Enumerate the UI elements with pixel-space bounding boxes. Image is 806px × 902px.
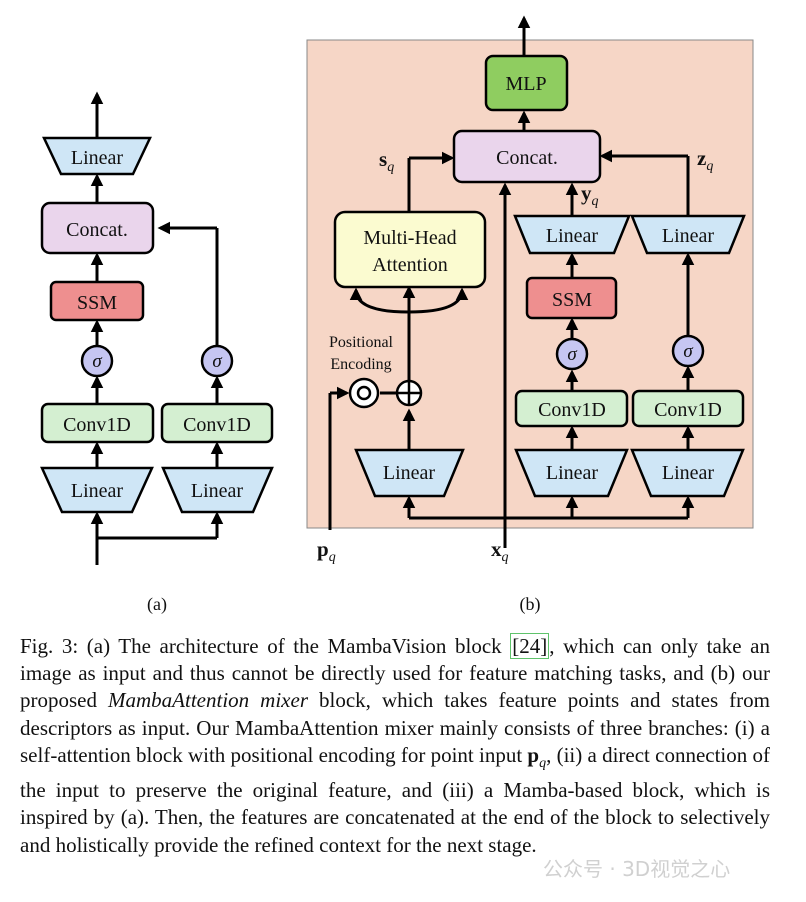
a-linear-right-label: Linear — [191, 480, 244, 502]
caption-part4: , (ii) a direct connection of the input … — [20, 742, 771, 857]
b-plus-node — [395, 379, 423, 407]
caption-math-p: p — [527, 742, 540, 767]
b-linear-bottom-mid-block — [514, 448, 629, 498]
b-pos-enc-label-line1: Positional — [329, 334, 394, 351]
b-mlp-block — [484, 54, 569, 112]
b-sigma-mid-label: σ — [567, 344, 577, 365]
a-ssm-label: SSM — [77, 292, 117, 314]
a-linear-top-block — [42, 136, 152, 176]
panel-a-label: (a) — [147, 594, 167, 615]
b-s-q-label: sq — [379, 147, 394, 175]
b-conv-right-label: Conv1D — [654, 399, 722, 421]
a-linear-right-block — [161, 466, 274, 514]
a-conv-left-label: Conv1D — [63, 414, 131, 436]
b-z-q-label: zq — [697, 146, 713, 174]
caption-mixer-name: MambaAttention mixer — [108, 688, 308, 713]
b-conv-mid-block — [514, 389, 629, 428]
caption-math-sub: q — [539, 756, 547, 771]
citation-link[interactable]: [24] — [510, 633, 550, 659]
b-sigma-mid-node — [555, 337, 589, 371]
b-conv-right-block — [631, 389, 745, 428]
a-ssm-block — [49, 280, 145, 322]
b-sigma-right-node — [671, 334, 705, 368]
b-y-q-label: yq — [581, 181, 599, 209]
b-linear-bottom-right-label: Linear — [662, 462, 715, 484]
b-linear-bottom-mid-label: Linear — [546, 462, 599, 484]
b-conv-mid-label: Conv1D — [538, 399, 606, 421]
caption-part1: Fig. 3: (a) The architecture of the Mamb… — [20, 634, 511, 658]
figure-caption: Fig. 3: (a) The architecture of the Mamb… — [20, 633, 770, 859]
panel-b-connections — [328, 15, 695, 548]
b-sigma-right-label: σ — [683, 341, 693, 362]
a-conv-right-label: Conv1D — [183, 414, 251, 436]
b-linear-bottom-left-block — [354, 448, 465, 498]
a-concat-block — [40, 201, 155, 255]
caption-part2: , which can only take an image as input … — [20, 634, 771, 713]
panel-a — [90, 91, 224, 565]
a-conv-right-block — [160, 402, 274, 444]
b-concat-label: Concat. — [496, 147, 558, 169]
a-linear-left-label: Linear — [71, 480, 124, 502]
b-attention-label-line1: Multi-Head — [363, 227, 456, 249]
b-mlp-label: MLP — [505, 73, 546, 95]
b-pos-enc-label-line2: Encoding — [330, 356, 391, 373]
watermark: 公众号 · 3D视觉之心 — [543, 857, 731, 881]
b-p-q-label: pq — [317, 537, 336, 565]
a-sigma-left-node — [80, 344, 114, 378]
b-linear-y-label: Linear — [546, 225, 599, 247]
architecture-diagram: Linear Concat. SSM σ σ Conv1D Conv1D Lin… — [40, 15, 754, 615]
b-linear-bottom-left-label: Linear — [383, 462, 436, 484]
a-sigma-right-label: σ — [212, 351, 222, 372]
b-ssm-label: SSM — [552, 289, 592, 311]
b-linear-y-block — [513, 214, 631, 255]
a-sigma-left-label: σ — [92, 351, 102, 372]
a-linear-top-label: Linear — [71, 147, 124, 169]
a-conv-left-block — [40, 402, 155, 444]
b-concat-block — [452, 129, 602, 184]
b-linear-z-block — [630, 214, 746, 255]
b-attention-label-line2: Attention — [372, 254, 448, 276]
b-ssm-block — [525, 276, 618, 320]
a-linear-left-block — [40, 466, 154, 514]
b-linear-bottom-right-block — [630, 448, 745, 498]
a-concat-label: Concat. — [66, 219, 128, 241]
b-attention-block — [333, 210, 487, 289]
a-sigma-right-node — [200, 344, 234, 378]
panel-b-label: (b) — [520, 594, 541, 615]
b-x-q-label: xq — [491, 537, 509, 565]
b-odot-node — [348, 377, 380, 409]
caption-part3: block, which takes feature points and st… — [20, 688, 770, 767]
b-linear-z-label: Linear — [662, 225, 715, 247]
